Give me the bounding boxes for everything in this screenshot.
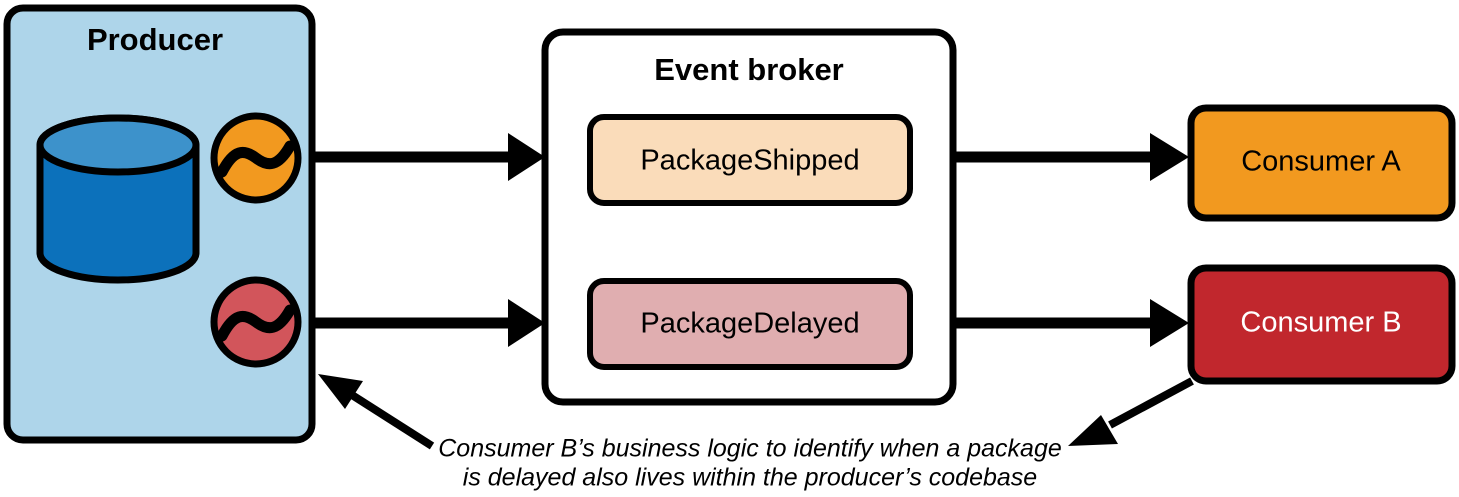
caption-note: Consumer B’s business logic to identify … bbox=[438, 435, 1062, 492]
callout-arrow-to-producer bbox=[318, 374, 435, 450]
event-emitter-delayed[interactable] bbox=[210, 276, 302, 368]
event-chip-shipped-box bbox=[587, 114, 913, 206]
flow-producer-to-delayed bbox=[313, 299, 545, 347]
database-cylinder bbox=[36, 114, 200, 284]
flow-shipped-to-consumer-a bbox=[955, 133, 1189, 181]
producer-label: Producer bbox=[87, 22, 223, 57]
caption-line-1: Consumer B’s business logic to identify … bbox=[438, 435, 1062, 463]
caption-line-2: is delayed also lives within the produce… bbox=[463, 464, 1037, 492]
event-broker-label: Event broker bbox=[654, 52, 844, 87]
event-chip-package-delayed[interactable]: PackageDelayed bbox=[587, 278, 913, 370]
event-chip-delayed-label: PackageDelayed bbox=[640, 308, 859, 340]
consumer-a-label: Consumer A bbox=[1241, 146, 1401, 178]
flow-delayed-to-consumer-b bbox=[955, 299, 1189, 347]
event-broker-node[interactable]: Event broker PackageShipped PackageDelay… bbox=[541, 28, 957, 406]
event-chip-package-shipped[interactable]: PackageShipped bbox=[587, 114, 913, 206]
consumer-b-label: Consumer B bbox=[1240, 307, 1401, 339]
consumer-a-node[interactable]: Consumer A bbox=[1187, 104, 1456, 222]
event-emitter-shipped[interactable] bbox=[210, 112, 302, 204]
event-chip-shipped-label: PackageShipped bbox=[640, 145, 859, 177]
consumer-a-box bbox=[1187, 104, 1456, 222]
wave-icon bbox=[216, 304, 296, 342]
callout-arrow-from-consumer-b bbox=[1068, 377, 1194, 446]
consumer-b-box bbox=[1187, 264, 1456, 385]
wave-icon bbox=[216, 140, 296, 178]
consumer-b-node[interactable]: Consumer B bbox=[1187, 264, 1456, 385]
flow-producer-to-shipped bbox=[313, 133, 545, 181]
event-chip-delayed-box bbox=[587, 278, 913, 370]
producer-node[interactable]: Producer bbox=[3, 4, 316, 444]
